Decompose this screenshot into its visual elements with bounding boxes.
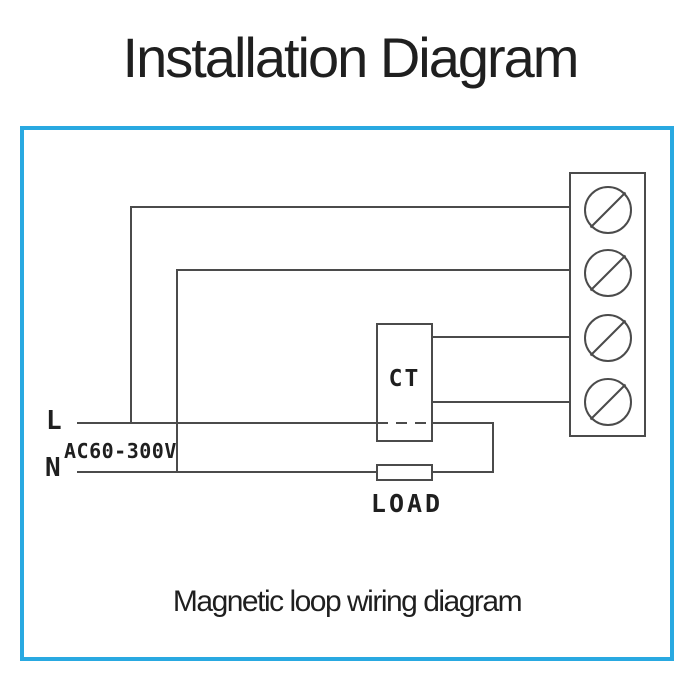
page-title: Installation Diagram <box>122 26 580 89</box>
screw-slot-3 <box>589 319 627 357</box>
load-resistor-box <box>376 464 433 481</box>
wire-n-to-terminal-2 <box>176 269 570 472</box>
screw-terminal-icon <box>584 249 632 297</box>
load-label: LOAD <box>370 489 444 518</box>
diagram-caption: Magnetic loop wiring diagram <box>172 585 523 618</box>
wire-l-to-terminal-1 <box>130 206 570 423</box>
screw-slot-2 <box>589 254 627 292</box>
ct-label: CT <box>388 366 421 392</box>
screw-terminal-icon <box>584 314 632 362</box>
screw-slot-4 <box>589 383 627 421</box>
wire-l-to-load <box>432 422 494 473</box>
neutral-label: N <box>45 453 61 483</box>
line-label: L <box>46 406 62 436</box>
screw-terminal-icon <box>584 186 632 234</box>
ct-box <box>376 323 433 442</box>
screw-terminal-icon <box>584 378 632 426</box>
screw-slot-1 <box>589 191 627 229</box>
diagram-frame-border <box>20 126 674 661</box>
voltage-rating-label: AC60-300V <box>64 439 177 463</box>
